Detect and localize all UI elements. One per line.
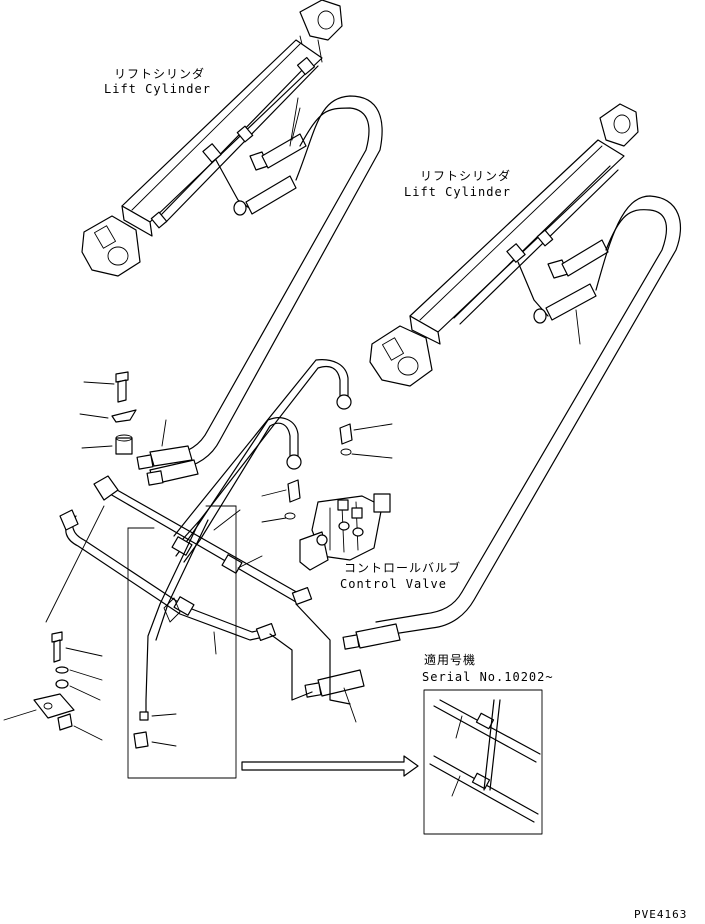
leader-pipe-2 (237, 555, 263, 569)
valve-fittings (261, 423, 393, 523)
lift-cylinder-right (369, 103, 639, 387)
label-lift-cylinder-left-jp: リフトシリンダ (114, 66, 205, 81)
leader-left-hose (291, 107, 301, 141)
left-hardware (3, 371, 137, 741)
steel-pipes (59, 359, 352, 705)
label-serial-jp: 適用号機 (424, 652, 476, 667)
control-valve (299, 493, 391, 571)
detail-arrow (241, 755, 419, 777)
lift-cylinder-left (81, 0, 343, 277)
label-control-valve-jp: コントロールバルブ (344, 560, 461, 575)
leader-hose-lower (343, 687, 357, 723)
detail-frame-right (423, 689, 543, 835)
hose-left (136, 95, 383, 486)
leader-left-cylinder (289, 97, 299, 147)
label-lift-cylinder-left-en: Lift Cylinder (104, 82, 211, 96)
label-control-valve-en: Control Valve (340, 577, 447, 591)
detail-frame-left (127, 505, 237, 779)
leader-right-hose (575, 309, 581, 345)
leader-pipe-1 (213, 631, 217, 655)
label-lift-cylinder-right-jp: リフトシリンダ (420, 168, 511, 183)
label-serial-en: Serial No.10202~ (422, 670, 554, 684)
label-lift-cylinder-right-en: Lift Cylinder (404, 185, 511, 199)
label-drawing-code: PVE4163 (634, 908, 687, 921)
